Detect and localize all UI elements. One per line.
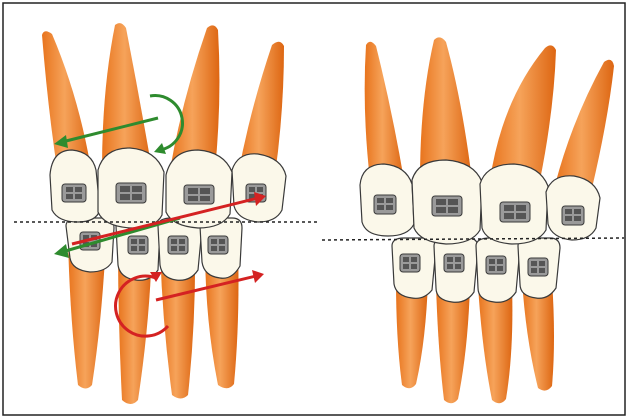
panel-before — [14, 23, 318, 404]
after-upper-root-2 — [420, 37, 472, 180]
bracket-lower-3 — [168, 236, 188, 254]
after-upper-root-4 — [555, 60, 614, 188]
after-bracket-upper-1 — [374, 195, 396, 214]
panel-after — [322, 37, 624, 403]
bracket-upper-1 — [62, 184, 86, 202]
bracket-lower-2 — [128, 236, 148, 254]
after-bracket-upper-2 — [432, 196, 462, 216]
after-bracket-lower-2 — [444, 254, 464, 272]
after-bracket-lower-4 — [528, 258, 548, 276]
after-upper-root-3 — [490, 45, 556, 180]
upper-root-3 — [170, 25, 219, 170]
bracket-lower-4 — [208, 236, 228, 254]
after-bracket-upper-3 — [500, 202, 530, 222]
arrowhead-red-lower — [252, 270, 264, 283]
after-lower-root-2 — [436, 285, 470, 403]
arrowhead-green-lower — [54, 244, 69, 258]
bracket-upper-2 — [116, 183, 146, 203]
after-bracket-lower-3 — [486, 256, 506, 274]
after-bracket-lower-1 — [400, 254, 420, 272]
bracket-upper-3 — [184, 185, 214, 204]
after-upper-root-1 — [365, 42, 404, 180]
after-bracket-upper-4 — [562, 206, 584, 225]
